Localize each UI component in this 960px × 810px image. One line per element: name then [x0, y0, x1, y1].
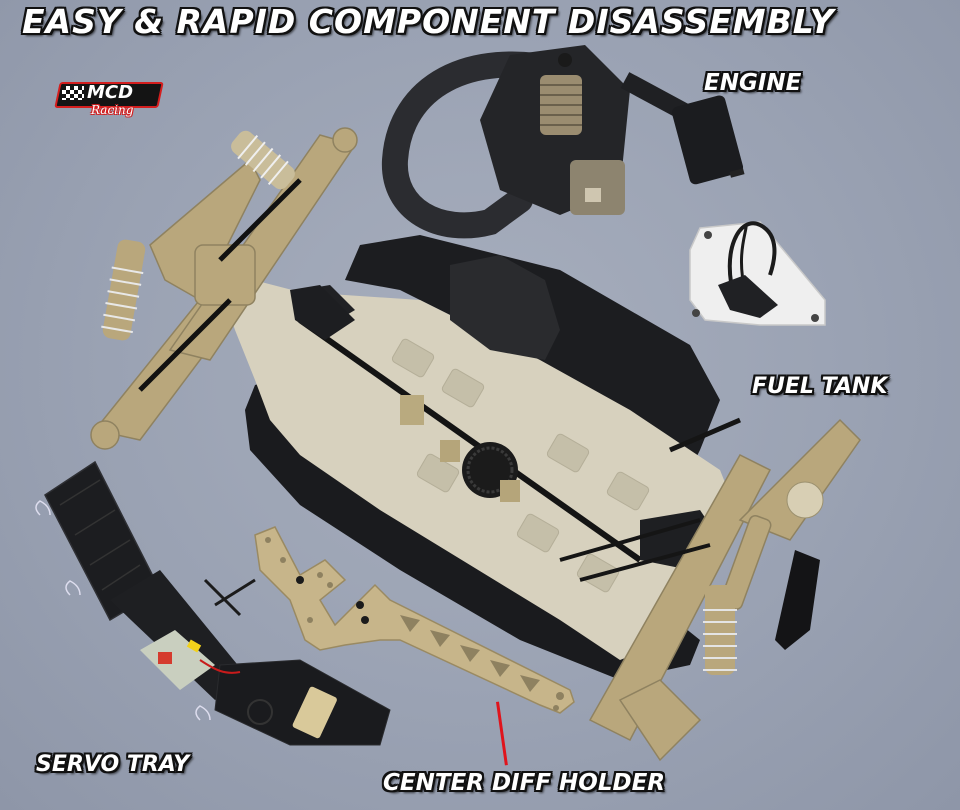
- logo-subtitle: Racing: [91, 103, 134, 117]
- checkered-flag-icon: [62, 86, 84, 100]
- page-title: EASY & RAPID COMPONENT DISASSEMBLY: [22, 2, 835, 41]
- center-diff-holder-label: CENTER DIFF HOLDER: [383, 770, 666, 796]
- logo-brand: MCD: [87, 82, 134, 103]
- mcd-racing-logo: MCD Racing: [54, 82, 164, 122]
- fuel-tank-label: FUEL TANK: [752, 374, 888, 399]
- servo-tray-label: SERVO TRAY: [36, 752, 190, 777]
- engine-label: ENGINE: [704, 70, 802, 96]
